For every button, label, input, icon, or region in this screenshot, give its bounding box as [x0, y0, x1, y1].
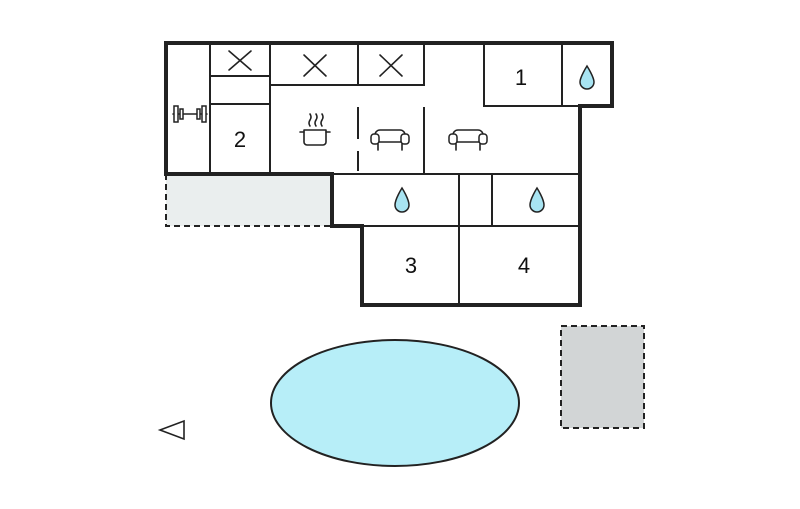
bathroom-water-drop-icon	[579, 64, 595, 90]
sofa-icon	[448, 129, 488, 151]
cooking-pot-icon	[299, 113, 331, 146]
bathroom-water-drop-icon	[529, 186, 545, 213]
room-label-2: 2	[234, 127, 246, 152]
gym-icon	[172, 105, 208, 123]
swimming-pool	[270, 339, 520, 467]
outer-walls	[164, 41, 614, 307]
room-label-3: 3	[405, 253, 417, 278]
terrace-fill	[166, 174, 330, 226]
room-label-4: 4	[518, 253, 530, 278]
terrace-dashed-edge	[165, 174, 330, 227]
interior-walls	[209, 42, 581, 306]
bathroom-water-drop-icon	[394, 186, 410, 213]
closet-cross-icon	[379, 54, 403, 77]
room-label-1: 1	[515, 65, 527, 90]
shed-area	[560, 325, 645, 429]
terrace-area	[165, 174, 330, 227]
north-arrow-icon	[157, 419, 185, 441]
sofa-icon	[370, 129, 410, 151]
closet-cross-icon	[303, 54, 327, 77]
closet-cross-icon	[228, 50, 252, 71]
